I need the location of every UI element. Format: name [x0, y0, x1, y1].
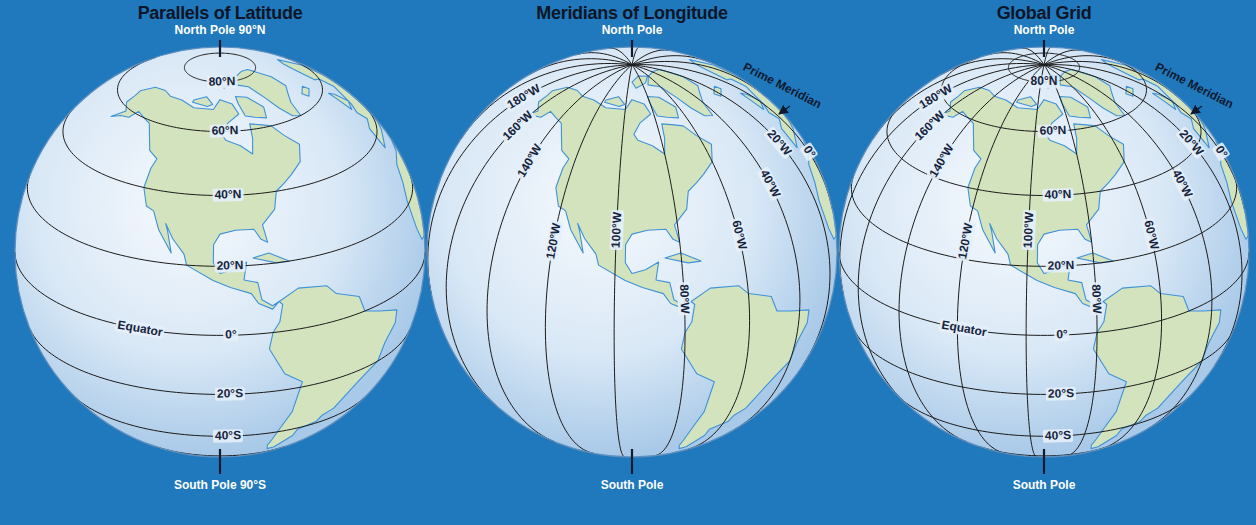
longitude-label: 60°W [728, 217, 749, 253]
latitude-label: 40°N [1042, 188, 1073, 202]
longitude-label: 160°W [499, 107, 537, 144]
globe-title: Global Grid [997, 4, 1092, 24]
longitude-label: 0° [1211, 142, 1230, 162]
south-pole-tick [1043, 449, 1045, 474]
pole-label: South Pole [1013, 479, 1076, 492]
globe-limb [427, 47, 837, 457]
latitude-label: 20°N [1045, 259, 1076, 273]
longitude-label: 20°W [1175, 126, 1207, 160]
latitude-label: 40°S [1042, 429, 1073, 443]
longitude-label: 100°W [609, 210, 624, 251]
ocean-sphere [839, 47, 1249, 457]
latitude-label: 20°S [1045, 387, 1076, 401]
equator-label: Equator [114, 318, 165, 339]
land-mass [1017, 97, 1037, 107]
latitude-label: 60°N [210, 124, 241, 138]
graticule-lines [15, 53, 425, 456]
south-pole-tick [219, 449, 221, 474]
longitude-label: 40°W [756, 166, 783, 202]
prime-meridian-label: Prime Meridian [741, 61, 824, 112]
prime-meridian-label: Prime Meridian [1153, 61, 1236, 112]
longitude-label: 0° [799, 142, 818, 162]
latitude-label: 0° [223, 329, 239, 343]
globe [427, 40, 837, 474]
graticule-lines [428, 47, 833, 457]
north-pole-tick [219, 40, 221, 57]
pole-label: North Pole [602, 24, 663, 37]
globe [839, 40, 1249, 474]
land-mass [329, 93, 352, 109]
globe-limb [15, 47, 425, 457]
land-mass [1077, 253, 1113, 263]
globe-title: Parallels of Latitude [138, 4, 303, 24]
land-mass [253, 253, 289, 263]
latitude-label: 80°N [206, 75, 237, 89]
longitude-label: 20°W [763, 126, 795, 160]
globe [15, 40, 425, 474]
pole-label: South Pole [601, 479, 664, 492]
longitude-label: 180°W [503, 81, 544, 113]
latitude-label: 20°S [215, 387, 245, 401]
latitude-label: 20°N [215, 259, 246, 273]
land-mass [648, 96, 679, 117]
land-mass [392, 140, 425, 239]
land-mass [523, 87, 712, 309]
pole-label: South Pole 90°S [174, 479, 266, 492]
longitude-label: 100°W [1021, 210, 1036, 251]
ocean-sphere [15, 47, 425, 457]
south-pole-tick [631, 449, 633, 474]
equator-label: Equator [938, 318, 989, 339]
land-mass [277, 60, 385, 148]
latitude-label: 60°N [1037, 124, 1068, 138]
land-mass [193, 97, 213, 107]
longitude-label: 80°W [677, 282, 692, 316]
longitude-label: 80°W [1089, 282, 1104, 316]
pole-label: North Pole 90°N [175, 24, 266, 37]
land-mass [605, 97, 625, 107]
latitude-label: 0° [1054, 328, 1070, 342]
prime-meridian-arrow [779, 106, 790, 114]
globe-title: Meridians of Longitude [536, 4, 727, 24]
longitude-label: 160°W [911, 107, 949, 144]
longitude-label: 120°W [955, 220, 975, 262]
land-mass [665, 253, 701, 263]
north-pole-tick [631, 40, 633, 57]
latitude-label: 80°N [1029, 75, 1060, 88]
pole-label: North Pole [1014, 24, 1075, 37]
north-pole-tick [1043, 40, 1045, 57]
longitude-label: 140°W [926, 141, 958, 182]
ocean-sphere [427, 47, 837, 457]
longitude-label: 120°W [543, 220, 563, 262]
longitude-label: 180°W [915, 81, 956, 113]
land-mass [935, 87, 1124, 309]
latitude-label: 40°N [213, 188, 244, 202]
land-mass [302, 86, 309, 96]
land-mass [1060, 96, 1091, 117]
latitude-label: 40°S [213, 429, 243, 443]
land-mass [236, 96, 267, 117]
prime-meridian-arrow [1191, 106, 1202, 114]
longitude-label: 60°W [1140, 217, 1161, 253]
globe-limb [839, 47, 1249, 457]
longitude-label: 40°W [1168, 166, 1195, 202]
graticule-lines [839, 47, 1249, 457]
longitude-label: 140°W [514, 141, 546, 182]
land-mass [111, 87, 300, 309]
